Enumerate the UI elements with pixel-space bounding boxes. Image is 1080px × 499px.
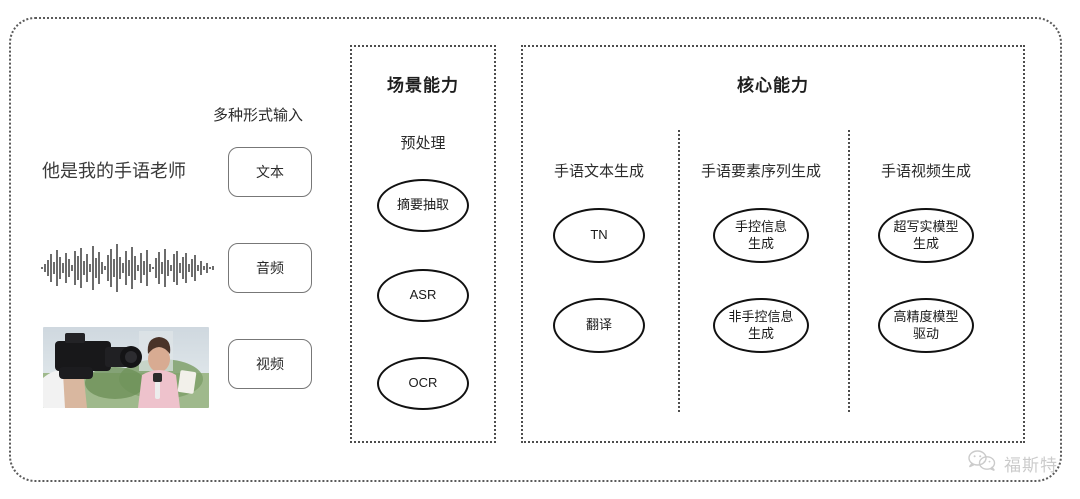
video-thumbnail xyxy=(43,327,209,408)
outer-frame xyxy=(9,17,1062,482)
node-manual-info-generation-label: 手控信息 生成 xyxy=(734,219,787,251)
node-tn[interactable]: TN xyxy=(553,208,645,263)
sample-input-text: 他是我的手语老师 xyxy=(42,161,186,181)
input-button-audio[interactable]: 音频 xyxy=(228,243,312,293)
core-divider-1 xyxy=(678,130,680,412)
watermark-text: 福斯特 xyxy=(1004,456,1058,475)
input-button-text-label: 文本 xyxy=(256,164,284,180)
core-column-2-heading: 手语要素序列生成 xyxy=(700,163,822,180)
node-asr[interactable]: ASR xyxy=(377,269,469,322)
wechat-icon-svg xyxy=(968,450,996,471)
node-photorealistic-model-generation-label: 超写实模型 生成 xyxy=(893,219,959,251)
input-button-text[interactable]: 文本 xyxy=(228,147,312,197)
multi-input-heading: 多种形式输入 xyxy=(213,107,304,124)
node-photorealistic-model-generation[interactable]: 超写实模型 生成 xyxy=(878,208,974,263)
node-summary-extraction[interactable]: 摘要抽取 xyxy=(377,179,469,232)
node-ocr[interactable]: OCR xyxy=(377,357,469,410)
node-translation-label: 翻译 xyxy=(585,317,612,333)
core-column-1-heading: 手语文本生成 xyxy=(553,163,645,180)
node-high-precision-model-driving[interactable]: 高精度模型 驱动 xyxy=(878,298,974,353)
node-tn-label: TN xyxy=(590,227,608,243)
input-button-audio-label: 音频 xyxy=(256,260,284,276)
watermark: 福斯特 xyxy=(967,450,1058,477)
node-high-precision-model-driving-label: 高精度模型 驱动 xyxy=(893,309,959,341)
node-non-manual-info-generation-label: 非手控信息 生成 xyxy=(728,309,794,341)
node-ocr-label: OCR xyxy=(408,375,438,391)
input-button-video[interactable]: 视频 xyxy=(228,339,312,389)
audio-waveform-icon xyxy=(40,240,216,296)
node-summary-extraction-label: 摘要抽取 xyxy=(396,197,449,213)
node-asr-label: ASR xyxy=(409,287,437,303)
core-divider-2 xyxy=(848,130,850,412)
scene-capability-title: 场景能力 xyxy=(387,76,459,95)
input-button-video-label: 视频 xyxy=(256,356,284,372)
wechat-icon xyxy=(967,450,997,477)
core-capability-title: 核心能力 xyxy=(737,76,809,95)
node-manual-info-generation[interactable]: 手控信息 生成 xyxy=(713,208,809,263)
node-translation[interactable]: 翻译 xyxy=(553,298,645,353)
core-capability-panel: 核心能力 xyxy=(521,45,1025,443)
scene-subheading-preprocess: 预处理 xyxy=(400,135,446,152)
video-thumbnail-svg xyxy=(43,327,209,408)
scene-capability-panel: 场景能力 xyxy=(350,45,496,443)
waveform-svg xyxy=(41,244,214,292)
core-column-3-heading: 手语视频生成 xyxy=(880,163,972,180)
node-non-manual-info-generation[interactable]: 非手控信息 生成 xyxy=(713,298,809,353)
